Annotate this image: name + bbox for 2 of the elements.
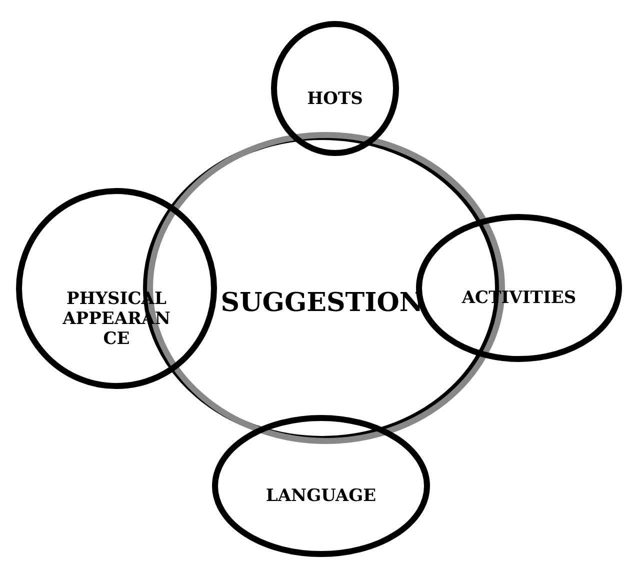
node-label: HOTS — [306, 88, 364, 109]
node-label: LANGUAGE — [264, 486, 378, 506]
